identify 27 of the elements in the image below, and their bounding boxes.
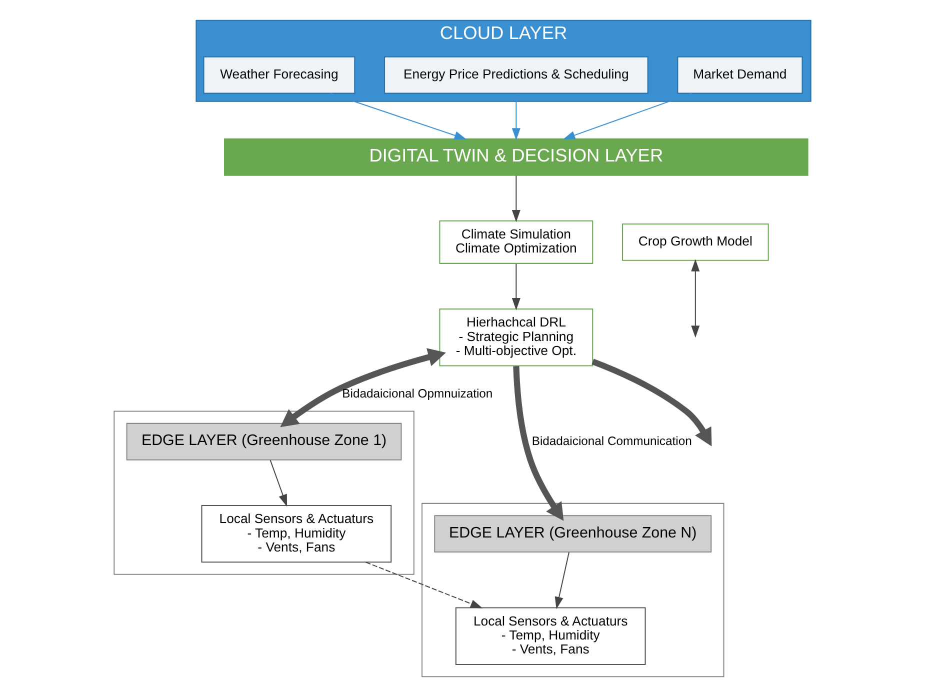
arrow — [330, 92, 467, 140]
arrow — [512, 176, 520, 222]
arrow — [562, 92, 692, 140]
node-box: Energy Price Predictions & Scheduling — [384, 56, 648, 94]
node-box: Hierhachcal DRL - Strategic Planning - Multi-objective Opt. — [439, 308, 594, 366]
arrow — [512, 264, 520, 310]
node-box: DIGITAL TWIN & DECISION LAYER — [224, 138, 808, 176]
cluster — [114, 410, 414, 575]
cluster — [421, 502, 724, 678]
node-box: Local Sensors & Actuaturs - Temp, Humidity - Vents, Fans — [201, 504, 392, 563]
arrow — [280, 348, 446, 428]
edge-label: Bidadaicional Communication — [532, 434, 692, 448]
node-box: Local Sensors & Actuaturs - Temp, Humidity - Vents, Fans — [455, 607, 646, 665]
arrow — [366, 562, 483, 608]
node-box: Market Demand — [677, 56, 803, 94]
node-box: Climate Simulation Climate Optimization — [439, 220, 594, 264]
arrow — [592, 358, 712, 446]
arrow — [512, 93, 520, 140]
arrow — [513, 366, 564, 521]
arrow — [270, 460, 288, 507]
node-box: EDGE LAYER (Greenhouse Zone N) — [434, 515, 712, 553]
arrow — [691, 259, 700, 338]
arrow — [554, 552, 570, 610]
node-box: EDGE LAYER (Greenhouse Zone 1) — [126, 422, 402, 460]
node-box: Weather Forecasing — [203, 56, 356, 94]
node-box: Crop Growth Model — [622, 223, 769, 261]
edge-label: Bidadaicional Opmnuization — [342, 386, 493, 401]
